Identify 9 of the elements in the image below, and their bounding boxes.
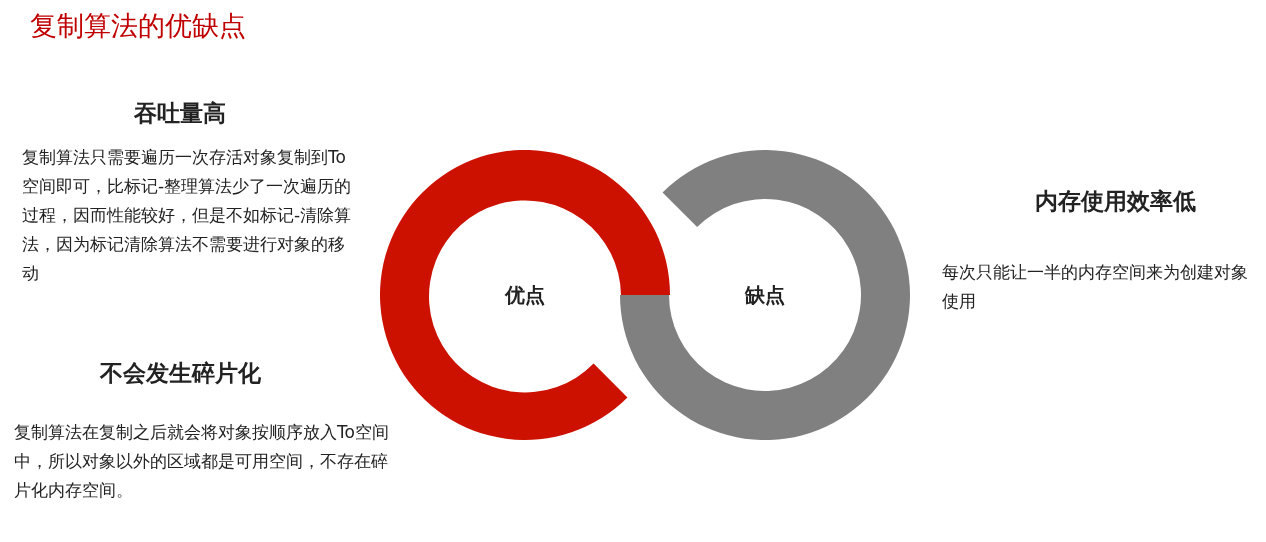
section-heading: 内存使用效率低 — [1033, 187, 1197, 216]
description-text: 每次只能让一半的内存空间来为创建对象使用 — [942, 261, 1249, 313]
ring-label: 缺点 — [745, 281, 785, 309]
description-text: 复制算法在复制之后就会将对象按顺序放入To空间中，所以对象以外的区域都是可用空间，不存在碎片化内存空间。 — [14, 421, 390, 502]
section-heading: 不会发生碎片化 — [98, 359, 262, 388]
section-heading: 吞吐量高 — [133, 99, 227, 128]
slide-title: 复制算法的优缺点 — [30, 9, 246, 43]
description-text: 复制算法只需要遍历一次存活对象复制到To空间即可，比标记-整理算法少了一次遍历的过程，因而性能较好，但是不如标记-清除算法，因为标记清除算法不需要进行对象的移动 — [22, 146, 352, 285]
ring-label: 优点 — [505, 281, 545, 309]
